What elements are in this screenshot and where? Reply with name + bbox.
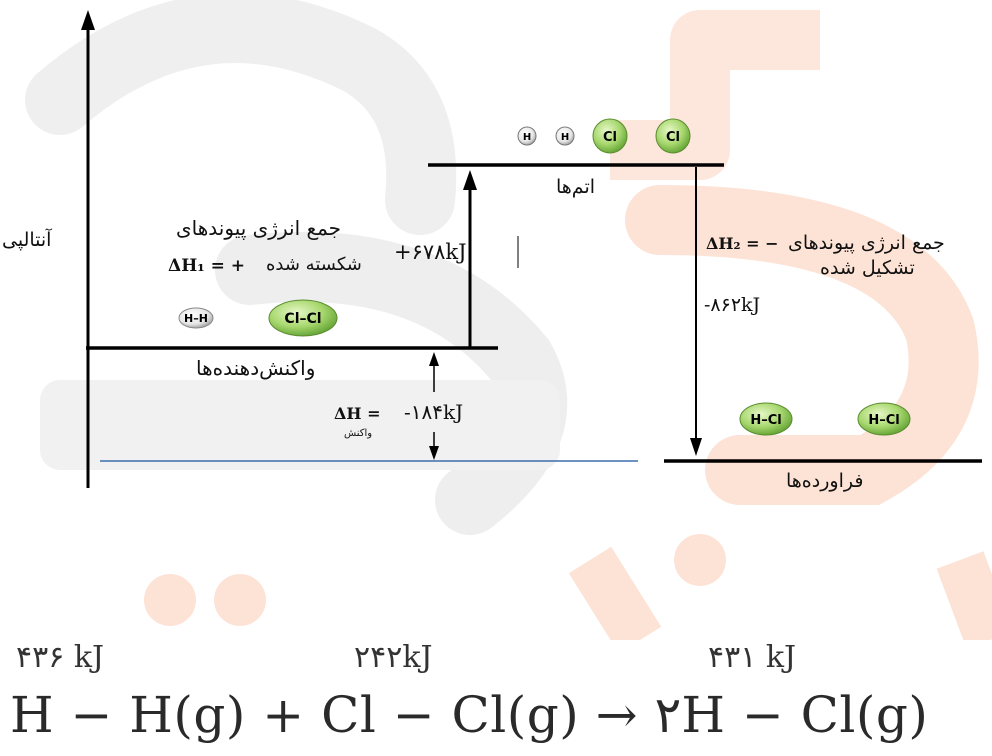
svg-text:Cl: Cl — [666, 130, 680, 145]
cl-atom: Cl — [592, 118, 628, 154]
svg-text:H: H — [561, 132, 569, 143]
bond-forming-caption-2: تشکیل شده — [820, 257, 915, 279]
bond-breaking-arrow — [463, 170, 477, 348]
enthalpy-diagram: H H Cl Cl H–H Cl–Cl H–Cl H–Cl — [25, 0, 992, 640]
cl2-molecule: Cl–Cl — [268, 299, 338, 337]
bond-breaking-dh-label: ΔH₁ = + — [168, 256, 246, 276]
reaction-dh-arrow — [429, 352, 439, 460]
svg-text:H–Cl: H–Cl — [750, 413, 781, 428]
bond-breaking-caption-1: جمع انرژی پیوندهای — [176, 216, 342, 240]
hcl-molecule: H–Cl — [739, 402, 793, 436]
enthalpy-axis-label: آنتالپی — [2, 229, 52, 251]
atoms-group: H H Cl Cl — [517, 118, 691, 154]
watermark — [25, 0, 992, 640]
bond-energy-equation: ۴۳۶ kJ ۲۴۲kJ ۴۳۱ kJ H − H(g) + Cl − Cl(g… — [0, 640, 992, 756]
clcl-bond-energy: ۲۴۲kJ — [354, 640, 433, 675]
cl-atom: Cl — [655, 118, 691, 154]
bond-forming-caption-1: جمع انرژی پیوندهای — [788, 232, 945, 254]
hh-bond-energy: ۴۳۶ kJ — [16, 640, 105, 675]
products-level-label: فراورده‌ها — [786, 470, 864, 492]
hcl-molecule: H–Cl — [857, 402, 911, 436]
reaction-dh-subscript: واکنش — [344, 428, 373, 439]
bond-breaking-caption-2: شکسته شده — [266, 254, 362, 275]
reaction-dh-value: -۱۸۴kJ — [404, 400, 464, 424]
h-atom: H — [517, 126, 537, 146]
svg-text:H–H: H–H — [184, 312, 208, 325]
enthalpy-axis — [81, 10, 95, 488]
bond-forming-dh-label: ΔH₂ = − — [706, 234, 779, 253]
reactants-level-label: واکنش‌دهنده‌ها — [196, 356, 316, 380]
hcl-bond-energy: ۴۳۱ kJ — [708, 640, 797, 675]
svg-text:Cl–Cl: Cl–Cl — [284, 311, 321, 327]
h-atom: H — [555, 126, 575, 146]
atoms-level-label: اتم‌ها — [556, 176, 596, 198]
bond-forming-value: -۸۶۲kJ — [704, 294, 761, 316]
svg-text:Cl: Cl — [603, 130, 617, 145]
reaction-equation: H − H(g) + Cl − Cl(g) → ۲H − Cl(g) — [10, 686, 929, 744]
bond-forming-arrow — [690, 167, 702, 456]
svg-text:H: H — [523, 132, 531, 143]
svg-text:H–Cl: H–Cl — [868, 413, 899, 428]
h2-molecule: H–H — [178, 307, 214, 329]
reaction-dh-label: ΔH = — [334, 404, 381, 423]
bond-breaking-value: +۶۷۸kJ — [394, 240, 467, 264]
